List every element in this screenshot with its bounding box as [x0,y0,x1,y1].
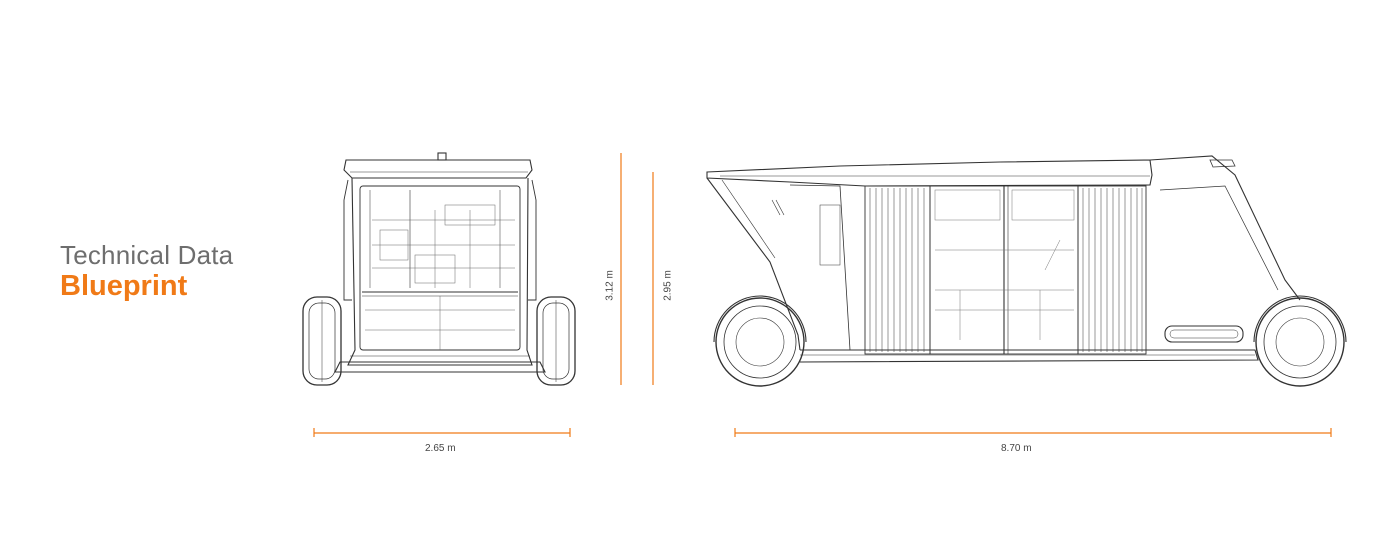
front-view-drawing [302,152,576,386]
dimension-lines [313,153,1332,437]
front-width-label: 2.65 m [425,443,456,454]
front-height-label: 3.12 m [604,270,616,301]
side-height-label: 2.95 m [662,270,674,301]
side-view-drawing [706,155,1347,387]
side-length-label: 8.70 m [1001,443,1032,454]
section-subtitle: Technical Data [60,240,234,270]
title-block: Technical Data Blueprint [60,240,233,302]
section-title: Blueprint [60,270,188,302]
